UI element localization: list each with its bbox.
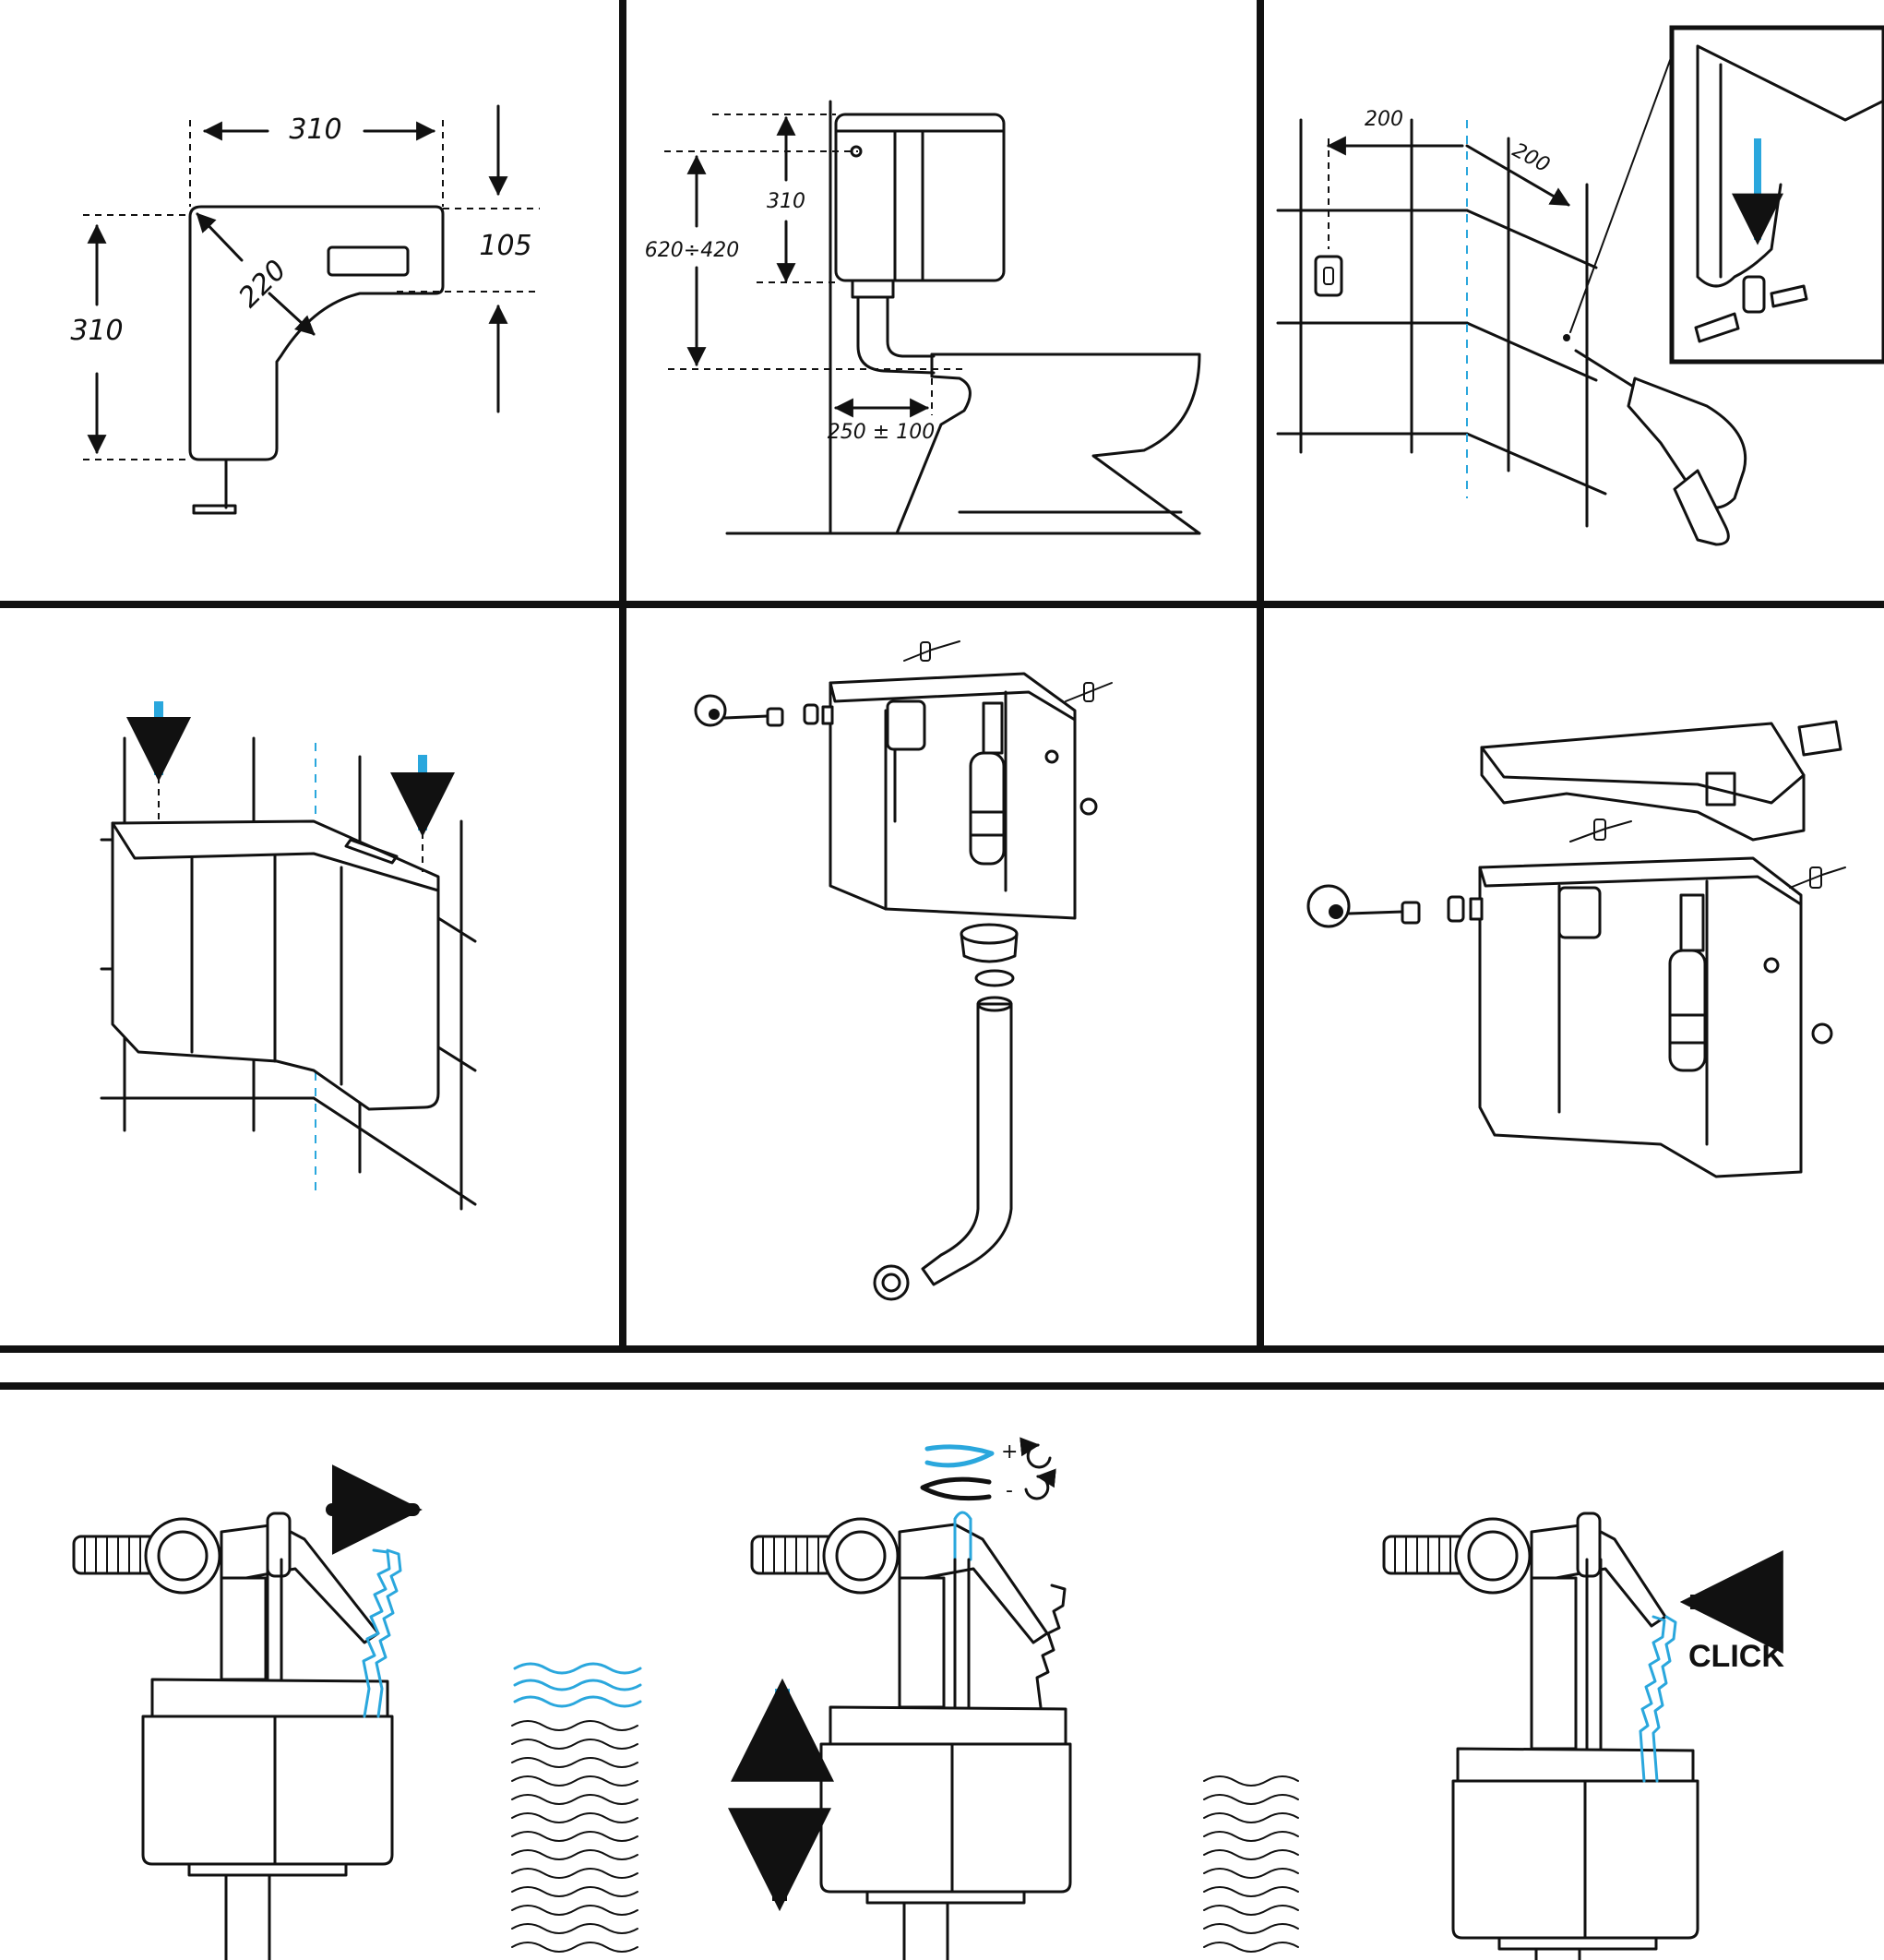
fill-valve-2 (750, 1511, 1072, 1960)
pipe-seal (873, 1264, 910, 1301)
toilet-bowl-back (895, 353, 972, 535)
tank-top-outline (188, 205, 445, 461)
screw-set-p6-right (1789, 866, 1846, 889)
inset-detail (1694, 44, 1884, 343)
screw-set-top (903, 640, 960, 662)
screw-set-p6-left (1569, 819, 1632, 843)
dim-height-label: 310 (70, 315, 123, 347)
fill-valve (72, 1512, 394, 1960)
pipe-coupling (960, 923, 1019, 945)
flush-button-slot (327, 245, 410, 277)
inlet-valve-parts-p6 (1306, 884, 1484, 928)
water-level-waves-1 (511, 1662, 642, 1953)
panel-5-exploded-tank (694, 640, 1113, 1301)
clockwise-icon (1020, 1437, 1052, 1469)
dim-tank-height-label: 310 (767, 190, 805, 213)
wall-tiles (1276, 118, 1607, 528)
flush-button (1797, 720, 1842, 757)
dim-mount-range-label: 620÷420 (645, 239, 739, 262)
screw-set-right (1065, 682, 1113, 702)
dim-depth-label: 105 (479, 230, 531, 262)
turn-left-icon (920, 1476, 992, 1501)
cistern (834, 113, 1006, 282)
turn-right-icon (924, 1444, 995, 1468)
flush-pipe-bend (921, 1002, 1013, 1286)
valve-2-adjust: + - (728, 1437, 1072, 1960)
panel-4-tank-mounting (100, 701, 477, 1211)
fill-valve-3 (1382, 1512, 1699, 1960)
panel-3-wall-drilling: 200 200 (1276, 25, 1884, 546)
tank-body-p6 (1478, 856, 1803, 1178)
dim-width-label: 310 (289, 114, 341, 146)
tank-body (829, 672, 1077, 920)
valve-1-release (72, 1464, 423, 1960)
dim-right-label: 200 (1508, 138, 1554, 177)
dim-left-label: 200 (1365, 108, 1403, 131)
panel-6-lid-assembly (1306, 720, 1846, 1178)
panel-grid-frame (0, 0, 1884, 1390)
drill (1574, 349, 1747, 546)
adjust-minus-label: - (1006, 1479, 1013, 1502)
valve-3-lock: CLICK (1382, 1512, 1784, 1960)
dim-offset-label: 250 ± 100 (828, 421, 935, 444)
pipe-gasket (974, 969, 1015, 987)
panel-2-toilet-elevation: 310 620÷420 250 ± 100 (645, 100, 1201, 535)
adjust-plus-label: + (1001, 1440, 1018, 1464)
panel-1-tank-dimensions: 310 310 220 105 (70, 104, 540, 515)
wall-bracket (1314, 255, 1343, 297)
flush-pipe (856, 295, 936, 375)
water-level-waves-2 (1203, 1775, 1299, 1953)
inlet-valve-parts (694, 694, 834, 727)
click-label: CLICK (1688, 1639, 1784, 1674)
counterclockwise-icon (1024, 1468, 1056, 1500)
